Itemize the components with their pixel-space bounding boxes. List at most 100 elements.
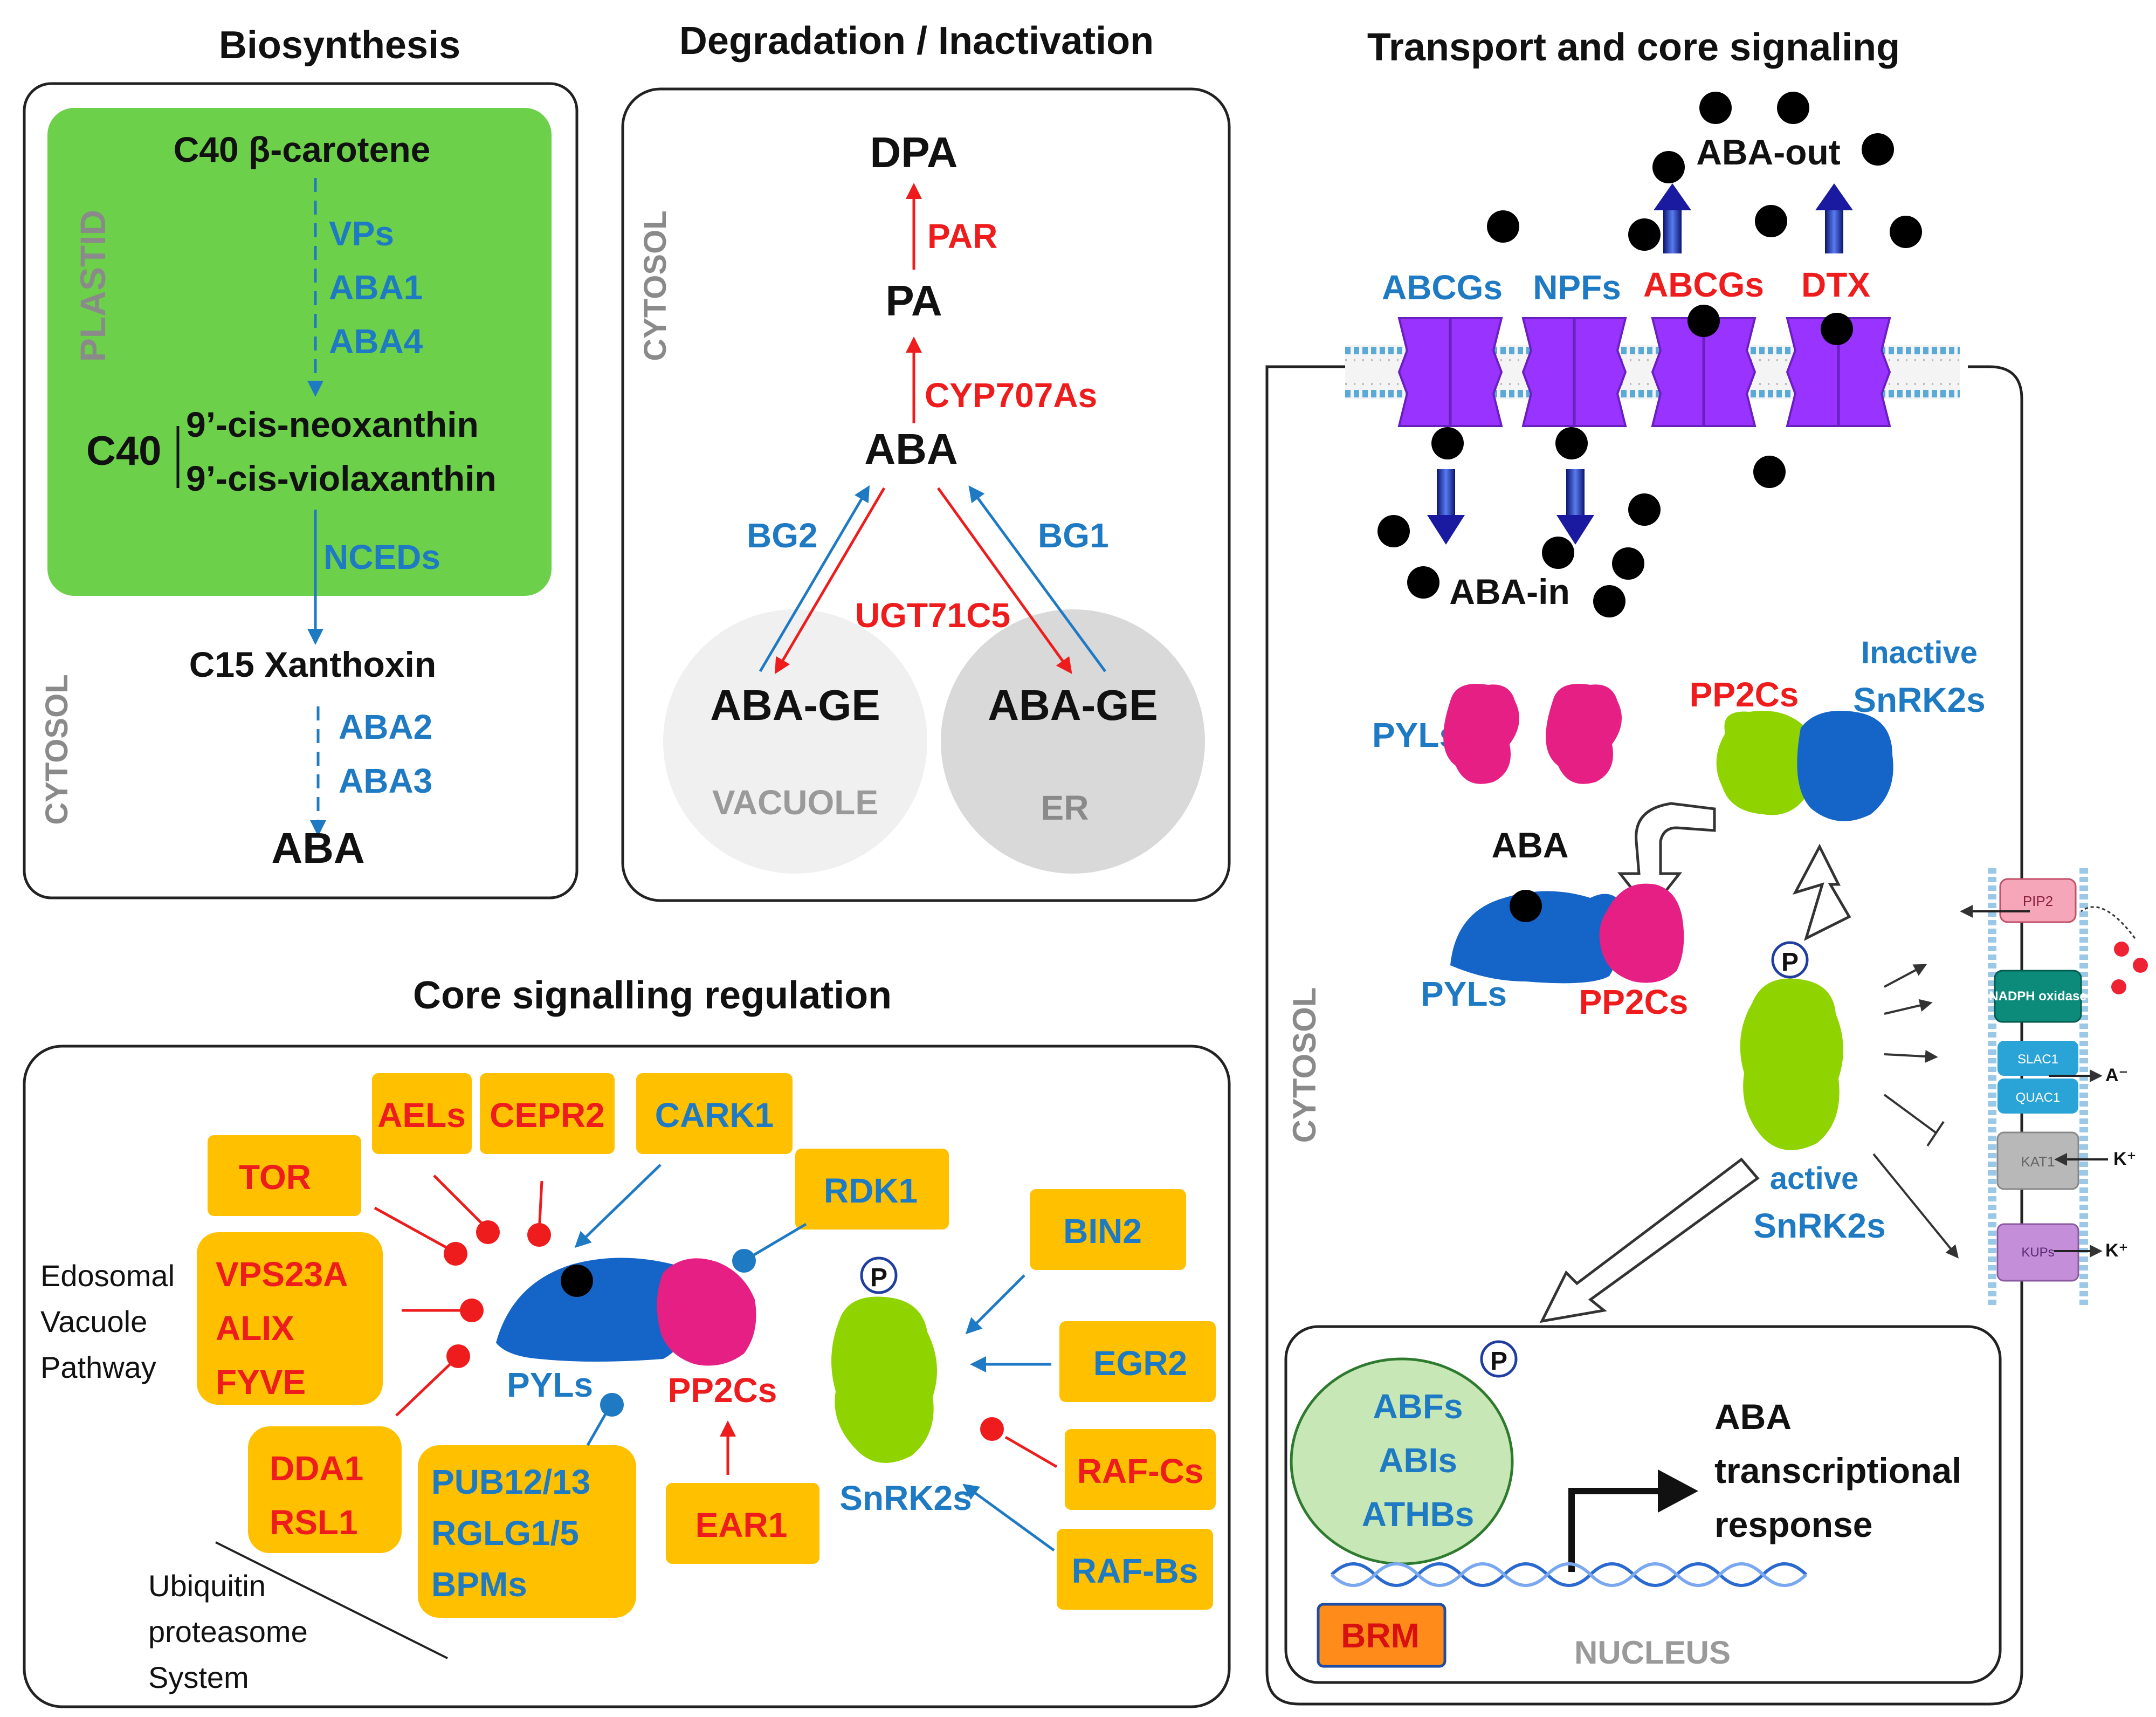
transporter-abcgs-blue [1397, 317, 1503, 427]
ros-molecule-icon [2081, 906, 2148, 994]
enzyme-aba1: ABA1 [329, 268, 423, 307]
aba-molecules [1377, 92, 1922, 617]
abcgs-blue-label: ABCGs [1382, 268, 1503, 307]
biosynthesis-aba: ABA [271, 824, 364, 872]
title-degradation: Degradation / Inactivation [679, 19, 1154, 63]
vacuole-compartment [663, 609, 927, 874]
slac1-quac1-channel: SLAC1 QUAC1 [1997, 1041, 2078, 1114]
svg-text:SLAC1: SLAC1 [2017, 1052, 2058, 1067]
phospho-marker-nucleus [1480, 1340, 1518, 1378]
rdk1-label: RDK1 [824, 1171, 918, 1210]
aba-ge-er: ABA-GE [988, 681, 1158, 729]
tf-athbs: ATHBs [1362, 1495, 1475, 1534]
enzyme-cyp707as: CYP707As [925, 376, 1097, 415]
box-rafcs [1065, 1429, 1216, 1510]
snrk2s-active-label: SnRK2s [1753, 1206, 1885, 1245]
npfs-label: NPFs [1533, 268, 1621, 307]
plastid-label: PLASTID [73, 210, 113, 362]
bpms-label: BPMs [431, 1565, 527, 1604]
aels-label: AELs [377, 1096, 466, 1135]
pyl-aba-pp2c-complex [1450, 883, 1684, 984]
brm-label: BRM [1341, 1616, 1420, 1655]
endosomal-line3: Pathway [40, 1350, 156, 1384]
biosynthesis-cytosol-label: CYTOSOL [39, 674, 74, 825]
degradation-cytosol-label: CYTOSOL [638, 210, 673, 361]
er-label: ER [1041, 788, 1089, 827]
tf-abfs: ABFs [1373, 1387, 1463, 1426]
inhibition-endpoints [444, 1220, 1004, 1441]
active-snrk2-protein [1740, 978, 1843, 1150]
endosomal-line1: Edosomal [40, 1259, 175, 1293]
rsl1-label: RSL1 [270, 1503, 358, 1542]
degradation-aba: ABA [864, 425, 958, 473]
core-pp2cs-label: PP2Cs [668, 1371, 777, 1410]
aba-ge-vacuole: ABA-GE [710, 681, 880, 729]
enzyme-bg1: BG1 [1038, 516, 1109, 555]
pp2c-snrk2-complex [1716, 711, 1893, 821]
bin2-label: BIN2 [1063, 1212, 1142, 1251]
ubiquitin-line1: Ubiquitin [148, 1569, 266, 1603]
box-vps [197, 1232, 383, 1405]
pp2cs-top-label: PP2Cs [1690, 675, 1799, 714]
aba-in-label: ABA-in [1449, 572, 1570, 612]
transport-cytosol-label: CYTOSOL [1286, 987, 1322, 1143]
aba-out-label: ABA-out [1696, 132, 1841, 172]
core-snrk2-protein [831, 1296, 937, 1463]
transcription-arrow [1568, 1488, 1663, 1572]
enzyme-vps: VPs [329, 214, 394, 253]
phospho-marker-active [1771, 941, 1809, 979]
fyve-label: FYVE [216, 1363, 306, 1402]
box-cepr2 [480, 1073, 615, 1154]
snrk2-target-arrows [1872, 964, 1959, 1259]
box-egr2 [1059, 1321, 1216, 1402]
core-snrk2s-label: SnRK2s [839, 1479, 972, 1517]
ion-k-kups: K⁺ [2105, 1240, 2129, 1261]
endosomal-line2: Vacuole [40, 1304, 147, 1338]
enzyme-aba3: ABA3 [339, 761, 432, 800]
response-line1: ABA [1714, 1397, 1792, 1437]
xanthoxin-label: C15 Xanthoxin [189, 644, 436, 684]
box-rafbs [1057, 1529, 1213, 1610]
transport-panel: ABCGs NPFs ABCGs DTX ABA-out ABA-in Inac… [1265, 92, 2148, 1706]
box-cark1 [636, 1073, 793, 1154]
svg-text:PIP2: PIP2 [2023, 893, 2053, 909]
box-pub [418, 1445, 636, 1618]
degradation-panel: CYTOSOL DPA PAR PA CYP707As ABA BG2 BG1 … [621, 87, 1231, 902]
ion-flux-arrows [1960, 905, 2108, 1258]
core-phospho-p: P [870, 1263, 887, 1292]
alix-label: ALIX [216, 1309, 294, 1348]
svg-text:QUAC1: QUAC1 [2016, 1090, 2061, 1105]
biosynthesis-panel: C40 β-carotene PLASTID VPs ABA1 ABA4 C40… [23, 82, 578, 899]
tor-label: TOR [239, 1158, 311, 1197]
regulation-arrows [374, 1164, 1058, 1552]
svg-text:KUPs: KUPs [2021, 1245, 2054, 1260]
nucleus-label: NUCLEUS [1574, 1634, 1731, 1671]
phospho-p-nucleus: P [1490, 1347, 1507, 1376]
title-core-reg: Core signalling regulation [413, 974, 892, 1017]
ion-anion: A⁻ [2105, 1065, 2129, 1086]
svg-text:NADPH oxidase: NADPH oxidase [1989, 989, 2086, 1004]
egr2-label: EGR2 [1093, 1344, 1187, 1383]
channel-membrane [1988, 868, 2088, 1305]
rglg15-label: RGLG1/5 [431, 1514, 579, 1553]
pub1213-label: PUB12/13 [431, 1462, 590, 1501]
ubiquitin-line2: proteasome [148, 1615, 308, 1649]
kups-channel: KUPs [1996, 1223, 2079, 1282]
pyls-bottom-label: PYLs [1421, 974, 1507, 1013]
inactive-label: Inactive [1861, 635, 1978, 670]
core-regulation-panel: AELs CEPR2 CARK1 TOR RDK1 BIN2 VPS23A AL… [23, 1045, 1231, 1708]
dna-helix [1330, 1562, 1808, 1587]
enzyme-ugt71c5: UGT71C5 [855, 596, 1010, 635]
rafbs-label: RAF-Bs [1072, 1551, 1198, 1590]
transporter-npfs [1521, 317, 1627, 427]
enzyme-par: PAR [927, 217, 997, 256]
cark1-label: CARK1 [655, 1096, 774, 1135]
ubiquitin-line3: System [148, 1660, 249, 1694]
aba-complex-label: ABA [1492, 825, 1569, 865]
title-transport: Transport and core signaling [1367, 26, 1900, 69]
plastid-compartment [47, 108, 552, 596]
ion-k-kat1: K⁺ [2113, 1149, 2137, 1169]
active-label: active [1770, 1161, 1858, 1196]
pp2cs-bottom-label: PP2Cs [1579, 983, 1689, 1021]
